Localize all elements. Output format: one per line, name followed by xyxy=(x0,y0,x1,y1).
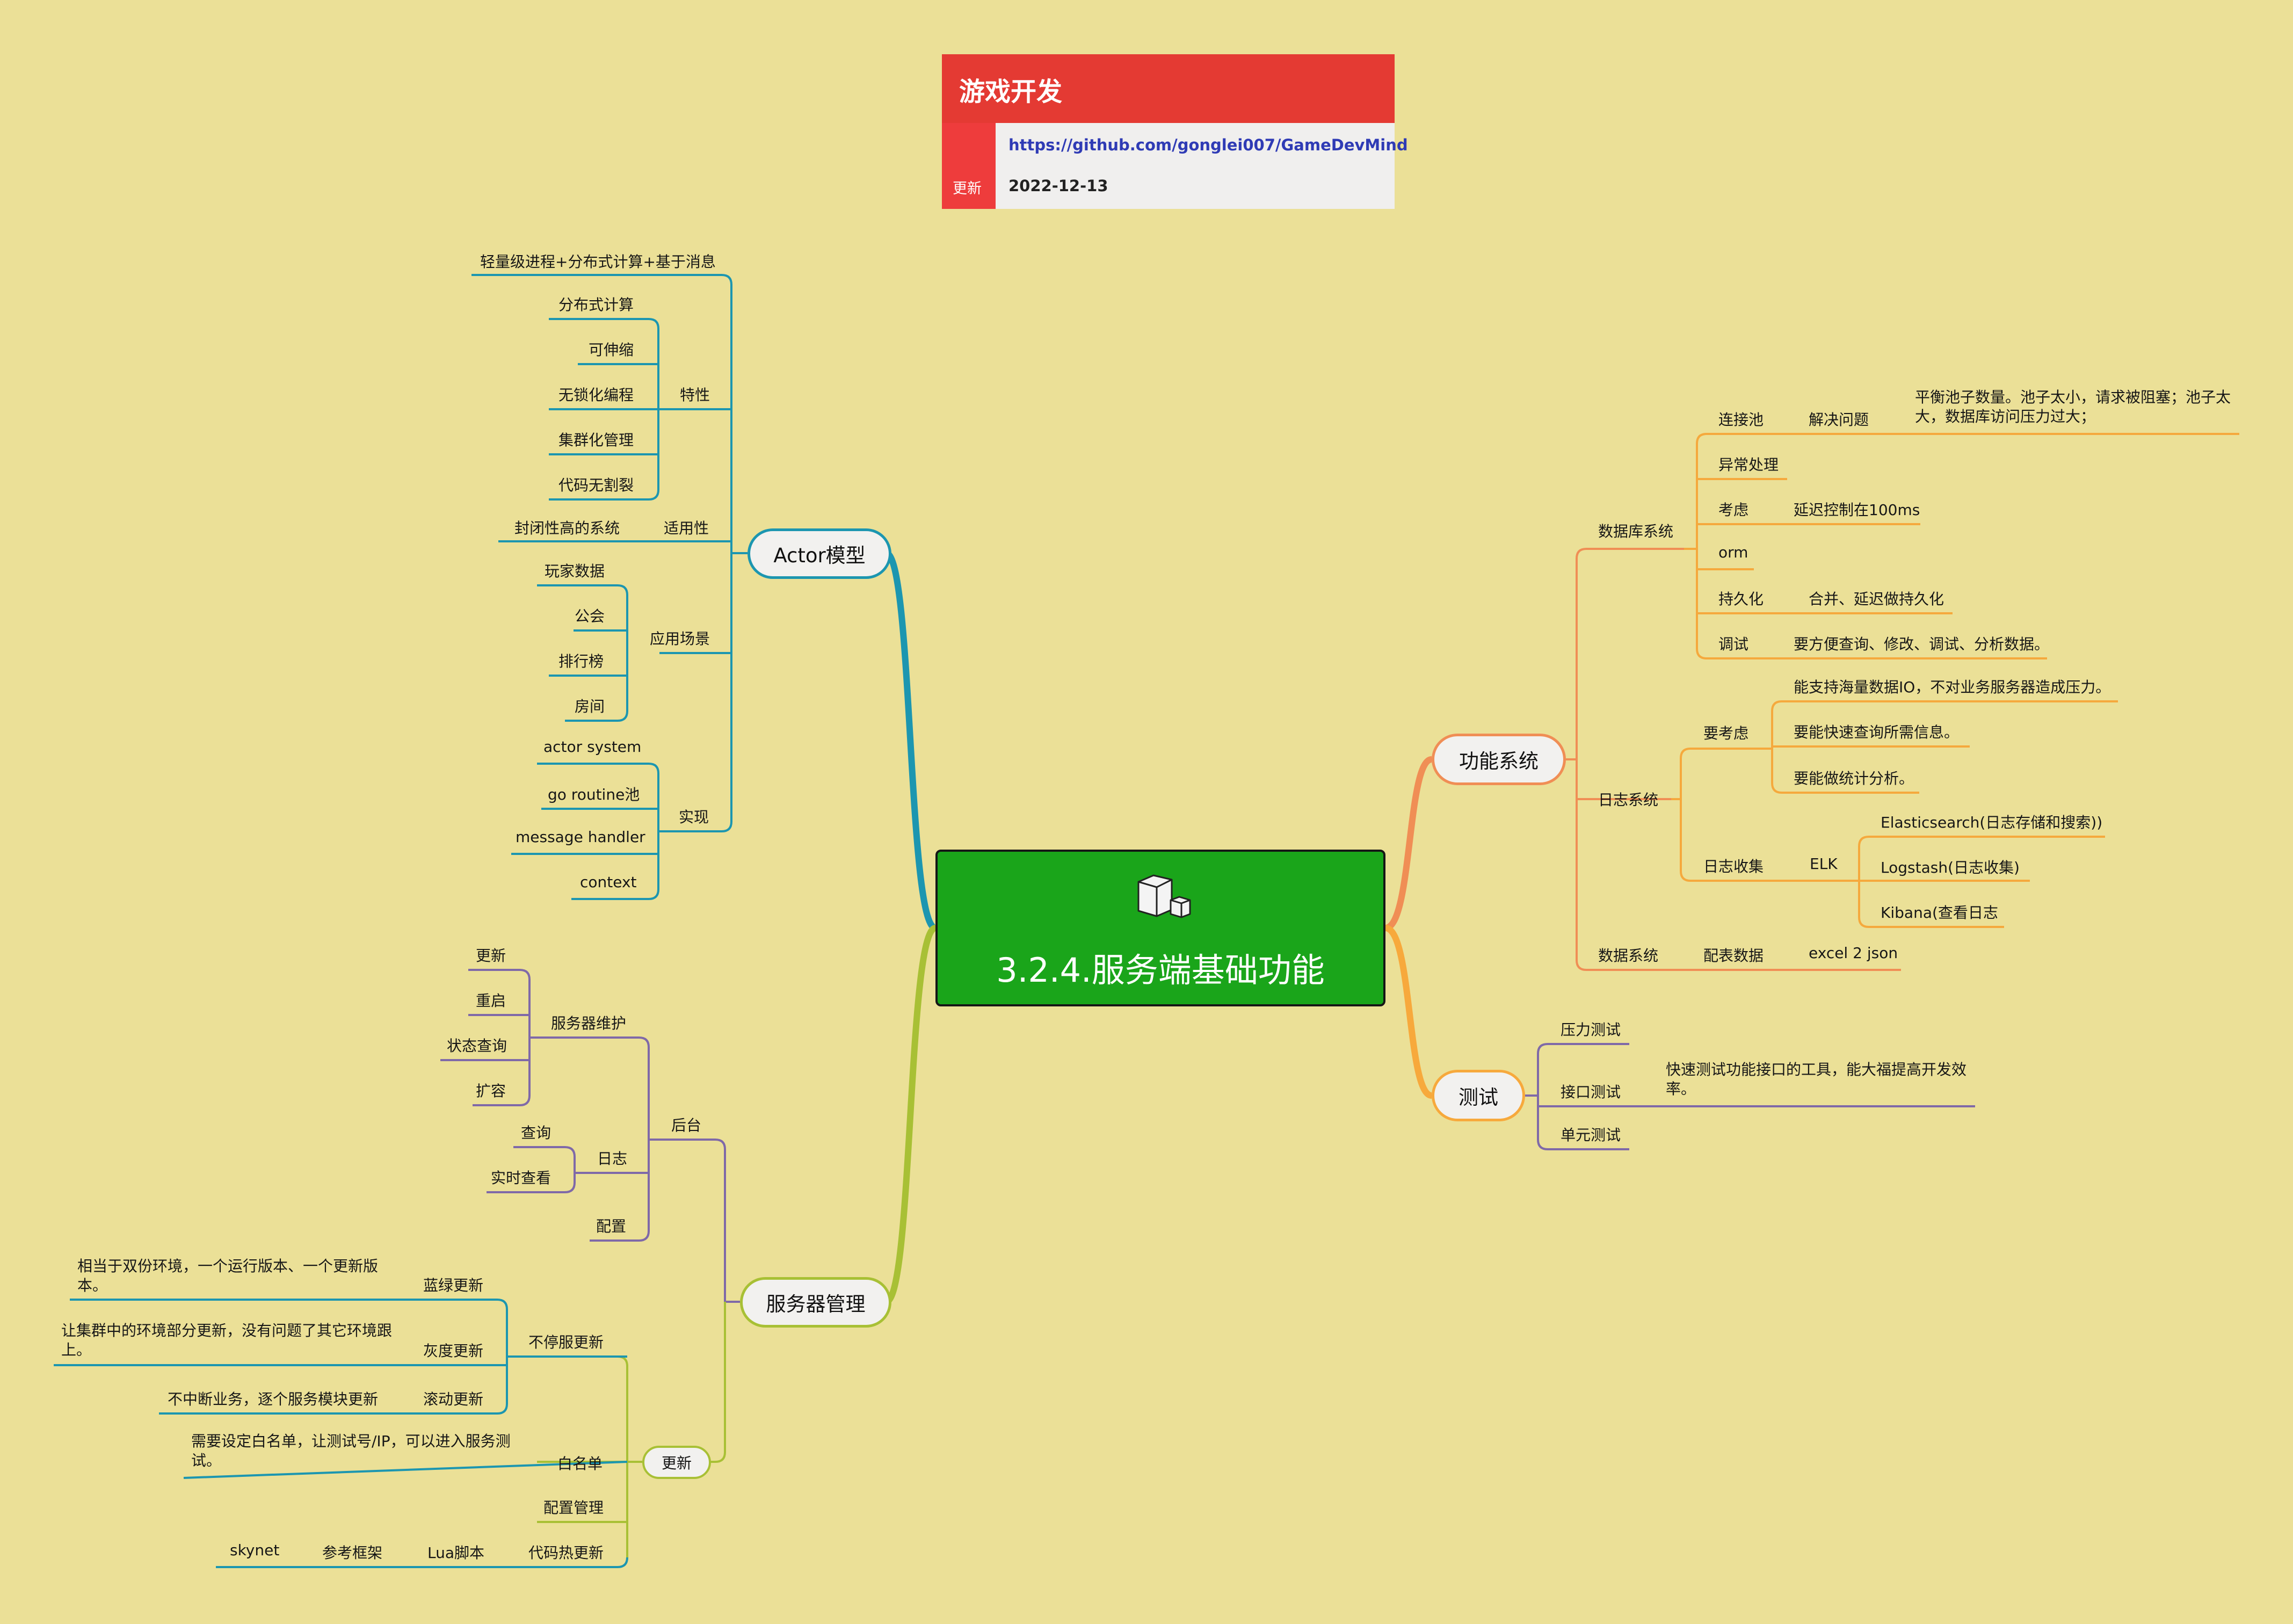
exception-handling: 异常处理 xyxy=(1718,456,1779,474)
topic-server-management[interactable]: 服务器管理 xyxy=(740,1277,891,1328)
applicability-item: 封闭性高的系统 xyxy=(514,519,620,537)
feature-item: 分布式计算 xyxy=(558,296,634,314)
header-title: 游戏开发 xyxy=(959,77,1063,107)
nonstop-item-label: 灰度更新 xyxy=(423,1342,484,1360)
update-date: 2022-12-13 xyxy=(1008,177,1108,195)
topic-actor-model[interactable]: Actor模型 xyxy=(748,528,891,579)
config-management: 配置管理 xyxy=(543,1499,604,1517)
maintenance-label: 服务器维护 xyxy=(551,1014,627,1032)
log-requirements-label: 要考虑 xyxy=(1703,724,1749,742)
branch-function xyxy=(1384,756,1433,931)
consider-value: 延迟控制在100ms xyxy=(1794,501,1920,519)
persist-label: 持久化 xyxy=(1718,590,1764,608)
data-system-value: excel 2 json xyxy=(1809,944,1898,962)
maintenance-item: 重启 xyxy=(476,992,506,1010)
log-requirement-item: 要能做统计分析。 xyxy=(1794,770,1914,787)
pool-sub: 解决问题 xyxy=(1809,411,1869,429)
nonstop-item-note: 相当于双份环境，一个运行版本、一个更新版本。 xyxy=(77,1257,379,1294)
nonstop-item-label: 蓝绿更新 xyxy=(423,1277,484,1294)
scenario-item: 房间 xyxy=(575,698,605,715)
actor-scenarios-label: 应用场景 xyxy=(650,630,710,648)
orm-label: orm xyxy=(1718,543,1748,561)
log-collect-label: 日志收集 xyxy=(1703,858,1764,875)
maintenance-item: 状态查询 xyxy=(447,1037,507,1055)
actor-definition: 轻量级进程+分布式计算+基于消息 xyxy=(480,253,716,271)
interface-test-note: 快速测试功能接口的工具，能大福提高开发效率。 xyxy=(1666,1061,1967,1098)
topic-function-system-label: 功能系统 xyxy=(1459,750,1539,773)
implementation-item: message handler xyxy=(516,828,645,846)
consider-label: 考虑 xyxy=(1718,501,1749,519)
topic-test-label: 测试 xyxy=(1458,1086,1498,1109)
log-system-label: 日志系统 xyxy=(1598,791,1659,809)
topic-update-label: 更新 xyxy=(661,1454,692,1472)
elk-item: Elasticsearch(日志存储和搜索)) xyxy=(1881,814,2103,831)
pool-note: 平衡池子数量。池子太小，请求被阻塞；池子太大，数据库访问压力过大； xyxy=(1915,388,2231,425)
feature-item: 代码无割裂 xyxy=(558,476,634,494)
backend-log-label: 日志 xyxy=(597,1150,628,1168)
feature-item: 集群化管理 xyxy=(558,431,634,449)
topic-test[interactable]: 测试 xyxy=(1432,1070,1525,1121)
actor-features-label: 特性 xyxy=(680,386,710,404)
backend-log-item: 实时查看 xyxy=(491,1169,552,1187)
maintenance-item: 更新 xyxy=(476,947,506,965)
stress-test: 压力测试 xyxy=(1561,1021,1621,1039)
hotfix-path-item: skynet xyxy=(230,1541,280,1559)
hotfix-path-item: 参考框架 xyxy=(322,1544,383,1562)
feature-item: 可伸缩 xyxy=(589,341,634,359)
feature-item: 无锁化编程 xyxy=(558,386,634,404)
actor-applicability-label: 适用性 xyxy=(664,519,709,537)
elk-label: ELK xyxy=(1810,855,1838,873)
implementation-item: context xyxy=(580,873,637,891)
topic-actor-model-label: Actor模型 xyxy=(773,544,866,567)
hotfix-label: 代码热更新 xyxy=(528,1544,604,1562)
header-body: https://github.com/gonglei007/GameDevMin… xyxy=(996,123,1408,209)
data-system-label: 数据系统 xyxy=(1598,947,1659,965)
debug-value: 要方便查询、修改、调试、分析数据。 xyxy=(1794,635,2050,653)
nonstop-item-note: 让集群中的环境部分更新，没有问题了其它环境跟上。 xyxy=(61,1322,393,1359)
scenario-item: 公会 xyxy=(575,607,605,625)
backend-label: 后台 xyxy=(671,1116,702,1134)
maintenance-item: 扩容 xyxy=(476,1082,506,1100)
branch-actor xyxy=(884,550,937,931)
implementation-item: go routine池 xyxy=(548,786,640,803)
branch-server xyxy=(884,925,937,1305)
implementation-item: actor system xyxy=(543,738,642,756)
whitelist-note: 需要设定白名单，让测试号/IP，可以进入服务测试。 xyxy=(191,1432,511,1469)
header-title-bar: 游戏开发 xyxy=(942,54,1395,123)
nonstop-item-label: 滚动更新 xyxy=(423,1390,484,1408)
log-requirement-item: 要能快速查询所需信息。 xyxy=(1794,723,1960,741)
unit-test: 单元测试 xyxy=(1561,1126,1621,1144)
data-system-sub: 配表数据 xyxy=(1703,947,1764,965)
elk-item: Logstash(日志收集) xyxy=(1881,859,2020,876)
topic-server-management-label: 服务器管理 xyxy=(766,1293,866,1316)
topic-update[interactable]: 更新 xyxy=(642,1446,711,1479)
elk-item: Kibana(查看日志 xyxy=(1881,904,1998,922)
backend-log-item: 查询 xyxy=(521,1124,552,1142)
hotfix-path-item: Lua脚本 xyxy=(427,1544,485,1562)
nonstop-update-label: 不停服更新 xyxy=(528,1333,604,1351)
header-side-label: 更新 xyxy=(953,180,982,197)
github-link[interactable]: https://github.com/gonglei007/GameDevMin… xyxy=(1008,136,1408,154)
debug-label: 调试 xyxy=(1718,635,1749,653)
scenario-item: 排行榜 xyxy=(558,653,604,670)
central-topic[interactable]: 3.2.4.服务端基础功能 xyxy=(935,850,1385,1006)
scenario-item: 玩家数据 xyxy=(545,562,605,580)
database-label: 数据库系统 xyxy=(1598,523,1674,540)
backend-config: 配置 xyxy=(596,1217,627,1235)
cube-icon xyxy=(1137,874,1191,918)
whitelist-label: 白名单 xyxy=(557,1455,603,1473)
interface-test: 接口测试 xyxy=(1561,1083,1621,1101)
nonstop-item-note: 不中断业务，逐个服务模块更新 xyxy=(168,1390,379,1408)
log-requirement-item: 能支持海量数据IO，不对业务服务器造成压力。 xyxy=(1794,678,2111,696)
actor-implementation-label: 实现 xyxy=(679,808,709,826)
branch-test xyxy=(1384,925,1433,1099)
persist-value: 合并、延迟做持久化 xyxy=(1809,590,1944,608)
central-topic-label: 3.2.4.服务端基础功能 xyxy=(996,951,1325,990)
topic-function-system[interactable]: 功能系统 xyxy=(1432,734,1566,785)
pool-label: 连接池 xyxy=(1718,411,1764,429)
header-card: 游戏开发 更新 https://github.com/gonglei007/Ga… xyxy=(942,54,1408,209)
header-side-bar: 更新 xyxy=(942,123,996,209)
